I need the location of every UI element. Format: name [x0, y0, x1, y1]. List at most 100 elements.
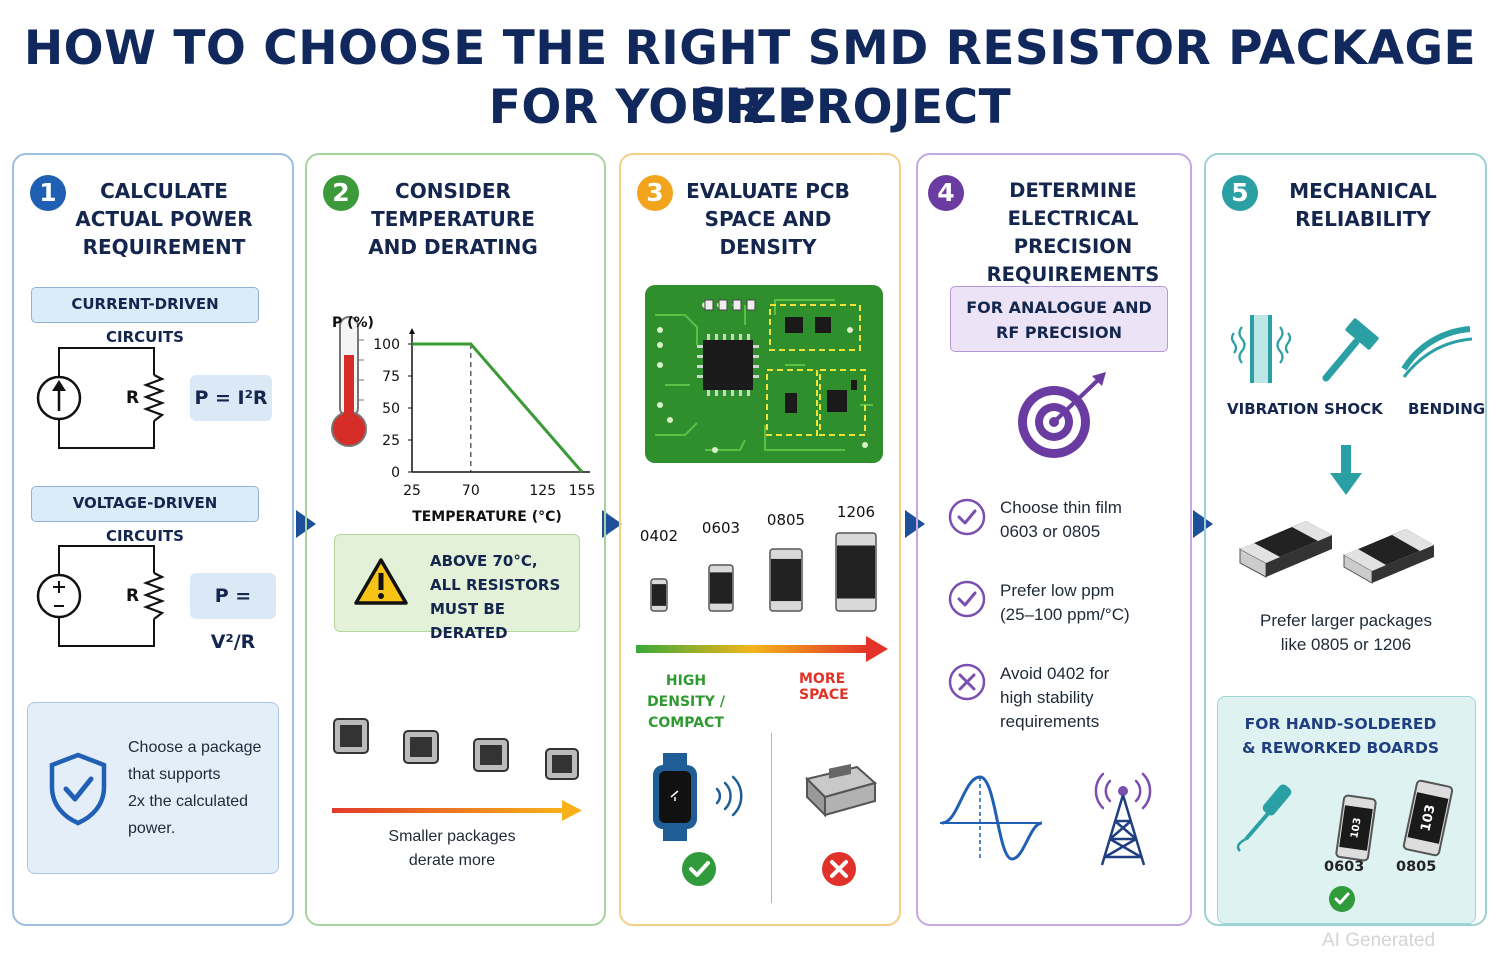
y-tick-label: 25 [382, 433, 400, 449]
y-axis-arrow [409, 328, 415, 334]
chip-icon [1343, 529, 1434, 584]
warning-icon [354, 558, 408, 605]
x-axis-label: TEMPERATURE (°C) [412, 509, 562, 525]
derate-caption: Smaller packages derate more [388, 828, 516, 869]
chip-0603-icon: 103 [1335, 794, 1377, 862]
voltage-formula: P = V²/R [190, 573, 276, 653]
step-1-panel: 1 CALCULATE ACTUAL POWER REQUIREMENT CUR… [12, 153, 294, 926]
chip-0805-icon: 103 [1402, 779, 1454, 857]
page-title-line-2: FOR YOUR PROJECT [488, 80, 1012, 135]
power-tip-box: Choose a package that supports 2x the ca… [27, 702, 279, 874]
voltage-driven-label: VOLTAGE-DRIVEN CIRCUITS [31, 486, 259, 545]
shield-check-icon [49, 752, 107, 826]
stress-label-bending: BENDING [1408, 400, 1486, 418]
step-3-title: EVALUATE PCB SPACE AND DENSITY [686, 179, 850, 259]
chip-icon [473, 738, 509, 772]
chip-marking: 103 [1418, 803, 1438, 833]
next-arrow-icon [1193, 510, 1213, 538]
precision-item-3: Avoid 0402 for high stability requiremen… [1000, 664, 1110, 731]
resistor-r-label: R [126, 388, 139, 408]
derating-curve [412, 342, 584, 473]
chip-icon [545, 748, 579, 780]
chip-icon [403, 730, 439, 764]
hammer-icon [1322, 318, 1379, 382]
watermark: AI Generated [1322, 930, 1436, 951]
package-0402: 0402 [640, 527, 678, 612]
x-tick-label: 25 [403, 483, 421, 499]
package-label: 0402 [640, 527, 678, 545]
voltage-source-circuit: R [36, 545, 166, 647]
package-core [652, 584, 666, 606]
bending-icon [1401, 326, 1473, 378]
thermometer-icon [331, 316, 367, 447]
vibration-icon [1230, 315, 1292, 383]
current-driven-label: CURRENT-DRIVEN CIRCUITS [31, 287, 259, 346]
package-1206: 1206 [835, 503, 877, 612]
chip-label-0805: 0805 [1396, 859, 1437, 875]
derate-gradient-arrow [332, 800, 582, 821]
resistor-r-label: R [126, 586, 139, 606]
chip-icon [333, 718, 369, 754]
step-number-1: 1 [30, 175, 66, 211]
step-number-5: 5 [1222, 175, 1258, 211]
density-gradient-arrow [636, 636, 888, 662]
bulky-device-icon [805, 763, 878, 818]
step-1-title: CALCULATE ACTUAL POWER REQUIREMENT [75, 179, 253, 259]
package-core [710, 572, 732, 604]
power-tip-text: Choose a package that supports 2x the ca… [128, 739, 262, 837]
chip-label-0603: 0603 [1324, 859, 1365, 875]
step-number-2: 2 [323, 175, 359, 211]
hand-soldered-title: FOR HAND-SOLDERED & REWORKED BOARDS [1241, 715, 1440, 757]
next-arrow-icon [905, 510, 925, 538]
package-label: 0805 [767, 511, 805, 529]
step-4-title: DETERMINE ELECTRICAL PRECISION REQUIREME… [986, 179, 1160, 286]
y-tick-label: 50 [382, 401, 400, 417]
x-circle-icon [822, 852, 856, 886]
x-circle-icon [948, 663, 986, 701]
chip-marking: 103 [1349, 817, 1363, 840]
precision-item-2: Prefer low ppm (25–100 ppm/°C) [1000, 581, 1130, 624]
scale-left-label: HIGH DENSITY / COMPACT [647, 673, 725, 731]
package-core [771, 558, 801, 602]
step-5-title: MECHANICAL RELIABILITY [1289, 179, 1437, 231]
current-formula: P = I²R [190, 375, 272, 421]
target-icon [1018, 372, 1106, 458]
check-circle-icon [948, 580, 986, 618]
package-size-chips [333, 718, 579, 780]
y-axis-label: P (%) [332, 315, 374, 331]
y-tick-label: 75 [382, 369, 400, 385]
scale-right-label: MORE SPACE [799, 671, 849, 703]
page-title: HOW TO CHOOSE THE RIGHT SMD RESISTOR PAC… [23, 21, 1477, 134]
down-arrow-icon [1330, 445, 1362, 495]
package-label: 0603 [702, 519, 740, 537]
precision-item-1: Choose thin film 0603 or 0805 [1000, 498, 1122, 541]
step-3-panel: 3 EVALUATE PCB SPACE AND DENSITY [619, 153, 901, 926]
chip-icon [1239, 521, 1332, 578]
step-number-3: 3 [637, 175, 673, 211]
derating-warning-box: ABOVE 70°C, ALL RESISTORS MUST BE DERATE… [334, 534, 580, 642]
smartwatch-icon [653, 753, 743, 841]
panel-3-divider [771, 733, 772, 903]
prefer-larger-text: Prefer larger packages like 0805 or 1206 [1260, 611, 1432, 654]
package-core [837, 545, 875, 599]
step-2-panel: 2 CONSIDER TEMPERATURE AND DERATING P (%… [305, 153, 606, 926]
pcb-board-image [645, 285, 883, 463]
analogue-rf-box: FOR ANALOGUE AND RF PRECISION [950, 286, 1168, 352]
next-arrow-icon [602, 510, 622, 538]
y-tick-label: 0 [391, 465, 400, 481]
package-0603: 0603 [702, 519, 740, 612]
large-resistor-chips [1239, 521, 1434, 584]
step-4-panel: 4 DETERMINE ELECTRICAL PRECISION REQUIRE… [916, 153, 1192, 926]
y-tick-label: 100 [373, 337, 400, 353]
check-circle-icon [948, 498, 986, 536]
check-circle-icon [682, 852, 716, 886]
soldering-iron-icon [1236, 784, 1292, 852]
x-tick-label: 155 [569, 483, 596, 499]
stress-label-shock: SHOCK [1324, 400, 1383, 418]
package-0805: 0805 [767, 511, 805, 612]
check-circle-icon [1329, 886, 1355, 912]
x-tick-label: 70 [462, 483, 480, 499]
radio-tower-icon [1094, 772, 1152, 866]
derating-warning-text: ABOVE 70°C, ALL RESISTORS MUST BE DERATE… [430, 552, 561, 642]
